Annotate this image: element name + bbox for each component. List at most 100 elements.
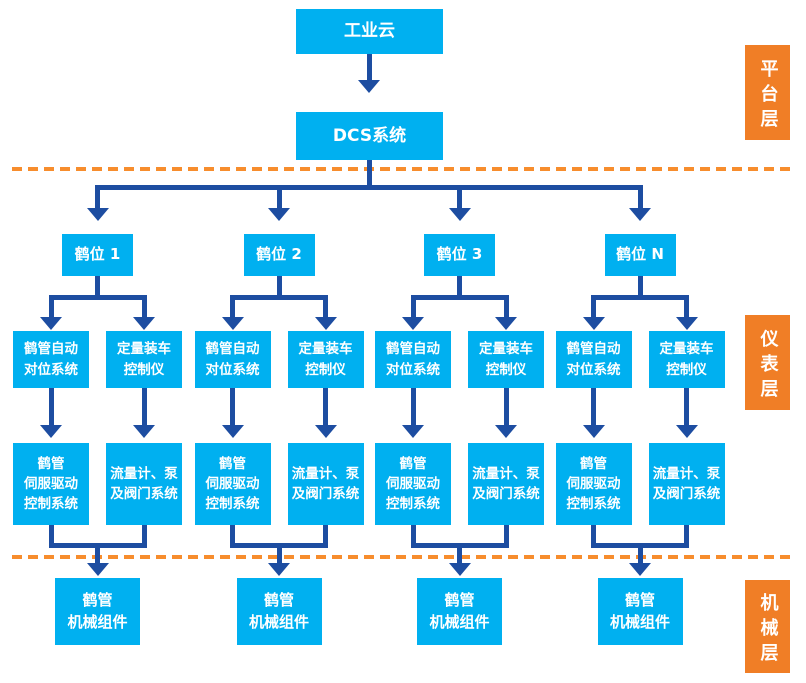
quant-loading-box: 定量装车 控制仪: [106, 331, 182, 388]
connector: [323, 525, 328, 548]
connector: [48, 295, 147, 300]
flow-pump-valve-box: 流量计、泵 及阀门系统: [648, 443, 725, 525]
auto-positioning-box: 鹤管自动 对位系统: [555, 331, 632, 388]
connector: [591, 388, 596, 427]
arrowhead: [40, 317, 62, 330]
layer-tag-platform: 平台层: [745, 45, 790, 140]
arrowhead: [448, 563, 471, 576]
connector-bus-branch-3: [457, 185, 462, 210]
arrowhead: [40, 425, 62, 438]
servo-drive-box: 鹤管 伺服驱动 控制系统: [13, 443, 89, 525]
servo-drive-box: 鹤管 伺服驱动 控制系统: [555, 443, 632, 525]
arrowhead: [582, 317, 605, 330]
connector: [48, 388, 54, 427]
arrowhead: [268, 563, 290, 576]
layer-tag-mechanical: 机械层: [745, 580, 790, 673]
connector-cloud-dcs: [367, 54, 372, 82]
connector: [95, 276, 100, 297]
servo-drive-box: 鹤管 伺服驱动 控制系统: [375, 443, 451, 525]
layer-tag-instrument: 仪表层: [745, 315, 790, 410]
arrowhead: [629, 563, 651, 576]
connector-bus-branch-1: [95, 185, 100, 210]
connector: [141, 525, 147, 548]
connector: [141, 388, 147, 427]
servo-drive-box: 鹤管 伺服驱动 控制系统: [194, 443, 271, 525]
connector: [410, 525, 416, 548]
connector-dcs-drop: [367, 160, 372, 190]
flow-pump-valve-box: 流量计、泵 及阀门系统: [287, 443, 364, 525]
connector: [591, 525, 596, 548]
connector: [684, 388, 689, 427]
arrowhead-branch-4: [629, 208, 651, 221]
arrowhead: [675, 425, 698, 438]
dcs-system-box: DCS系统: [296, 112, 443, 160]
flow-pump-valve-box: 流量计、泵 及阀门系统: [106, 443, 182, 525]
arrowhead-branch-3: [448, 208, 471, 221]
connector-bus-branch-4: [637, 185, 643, 210]
connector: [591, 295, 596, 319]
arrowhead-cloud-dcs: [358, 80, 380, 93]
connector: [230, 295, 235, 319]
connector: [410, 295, 416, 319]
connector: [503, 525, 509, 548]
connector: [684, 525, 689, 548]
industrial-cloud-box: 工业云: [296, 9, 443, 54]
connector: [503, 388, 509, 427]
arrowhead: [402, 425, 424, 438]
connector: [410, 388, 416, 427]
arrowhead: [86, 563, 109, 576]
connector: [503, 295, 509, 319]
connector: [276, 543, 282, 565]
quant-loading-box: 定量装车 控制仪: [287, 331, 364, 388]
mechanical-components-box: 鹤管 机械组件: [55, 578, 140, 645]
crane-position-box: 鹤位 N: [604, 234, 676, 276]
connector: [410, 295, 509, 300]
connector: [141, 295, 147, 319]
branch-2: 鹤位 2 鹤管自动 对位系统 定量装车 控制仪 鹤管 伺服驱动 控制系统 流量计…: [187, 0, 371, 683]
branch-4: 鹤位 N 鹤管自动 对位系统 定量装车 控制仪 鹤管 伺服驱动 控制系统 流量计…: [548, 0, 732, 683]
arrowhead: [495, 425, 517, 438]
connector-bus-branch-2: [276, 185, 282, 210]
connector: [323, 295, 328, 319]
connector: [230, 295, 328, 300]
connector: [276, 276, 282, 297]
connector: [323, 388, 328, 427]
arrowhead: [314, 317, 337, 330]
connector: [457, 543, 462, 565]
arrowhead-branch-2: [268, 208, 290, 221]
flow-pump-valve-box: 流量计、泵 及阀门系统: [468, 443, 544, 525]
branch-3: 鹤位 3 鹤管自动 对位系统 定量装车 控制仪 鹤管 伺服驱动 控制系统 流量计…: [368, 0, 552, 683]
arrowhead: [582, 425, 605, 438]
mechanical-components-box: 鹤管 机械组件: [417, 578, 502, 645]
connector: [684, 295, 689, 319]
connector: [591, 295, 689, 300]
arrowhead-branch-1: [86, 208, 109, 221]
auto-positioning-box: 鹤管自动 对位系统: [194, 331, 271, 388]
mechanical-components-box: 鹤管 机械组件: [597, 578, 683, 645]
crane-position-box: 鹤位 3: [424, 234, 495, 276]
quant-loading-box: 定量装车 控制仪: [468, 331, 544, 388]
branch-1: 鹤位 1 鹤管自动 对位系统 定量装车 控制仪 鹤管 伺服驱动 控制系统 流量计…: [6, 0, 190, 683]
arrowhead: [133, 425, 155, 438]
connector-dcs-bus: [95, 185, 643, 190]
arrowhead: [133, 317, 155, 330]
connector: [637, 543, 643, 565]
arrowhead: [495, 317, 517, 330]
layer-divider-instrument-mechanical: [12, 555, 793, 559]
connector: [48, 295, 54, 319]
arrowhead: [314, 425, 337, 438]
quant-loading-box: 定量装车 控制仪: [648, 331, 725, 388]
arrowhead: [221, 425, 244, 438]
connector: [230, 525, 235, 548]
connector: [95, 543, 100, 565]
arrowhead: [221, 317, 244, 330]
arrowhead: [402, 317, 424, 330]
connector: [457, 276, 462, 297]
connector: [637, 276, 643, 297]
connector: [230, 388, 235, 427]
auto-positioning-box: 鹤管自动 对位系统: [13, 331, 89, 388]
crane-position-box: 鹤位 2: [243, 234, 315, 276]
layer-divider-platform-instrument: [12, 167, 793, 171]
arrowhead: [675, 317, 698, 330]
